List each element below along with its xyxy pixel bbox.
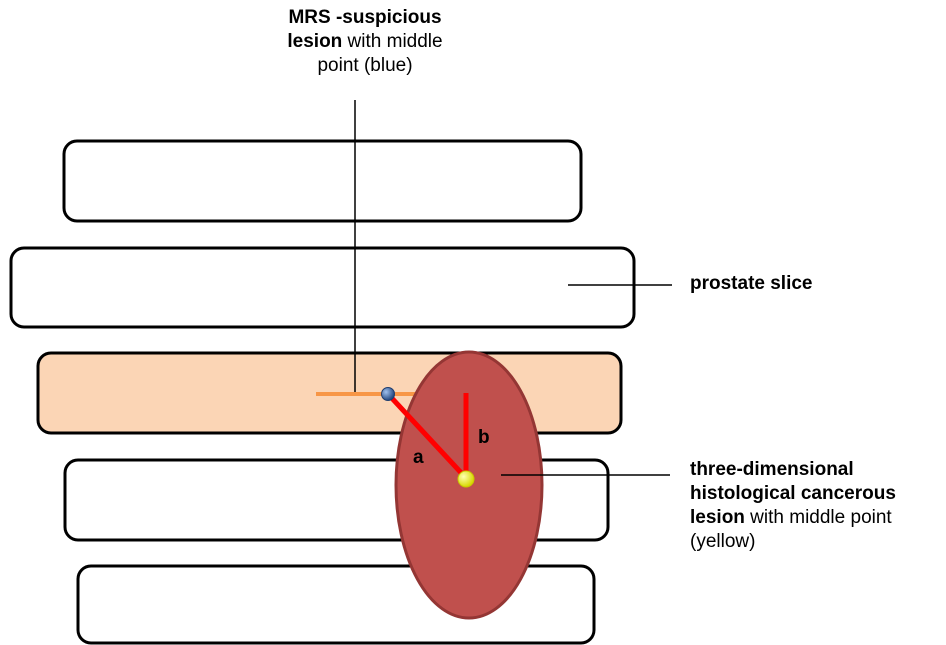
blue-middle-point [382,388,395,401]
prostate-slice-label: prostate slice [690,272,813,296]
yellow-middle-point [458,471,474,487]
mrs-label-line1: MRS -suspicious [288,7,441,28]
distance-a-label: a [413,447,424,469]
prostate-slice-2 [11,248,634,327]
lesion-label-line3-rest: with middle point [745,507,892,528]
mrs-lesion-label: MRS -suspicious lesion with middle point… [200,6,530,78]
lesion-label-line2: histological cancerous [690,483,896,504]
distance-b-label: b [478,427,490,449]
histological-lesion-label: three-dimensional histological cancerous… [690,458,946,554]
mrs-label-line3: point (blue) [200,54,530,78]
lesion-label-line4: (yellow) [690,530,946,554]
mrs-label-line2-bold: lesion [287,31,342,52]
prostate-slice-1 [64,141,581,221]
mrs-label-line2-rest: with middle [342,31,442,52]
lesion-label-line3-bold: lesion [690,507,745,528]
lesion-label-line1: three-dimensional [690,459,854,480]
